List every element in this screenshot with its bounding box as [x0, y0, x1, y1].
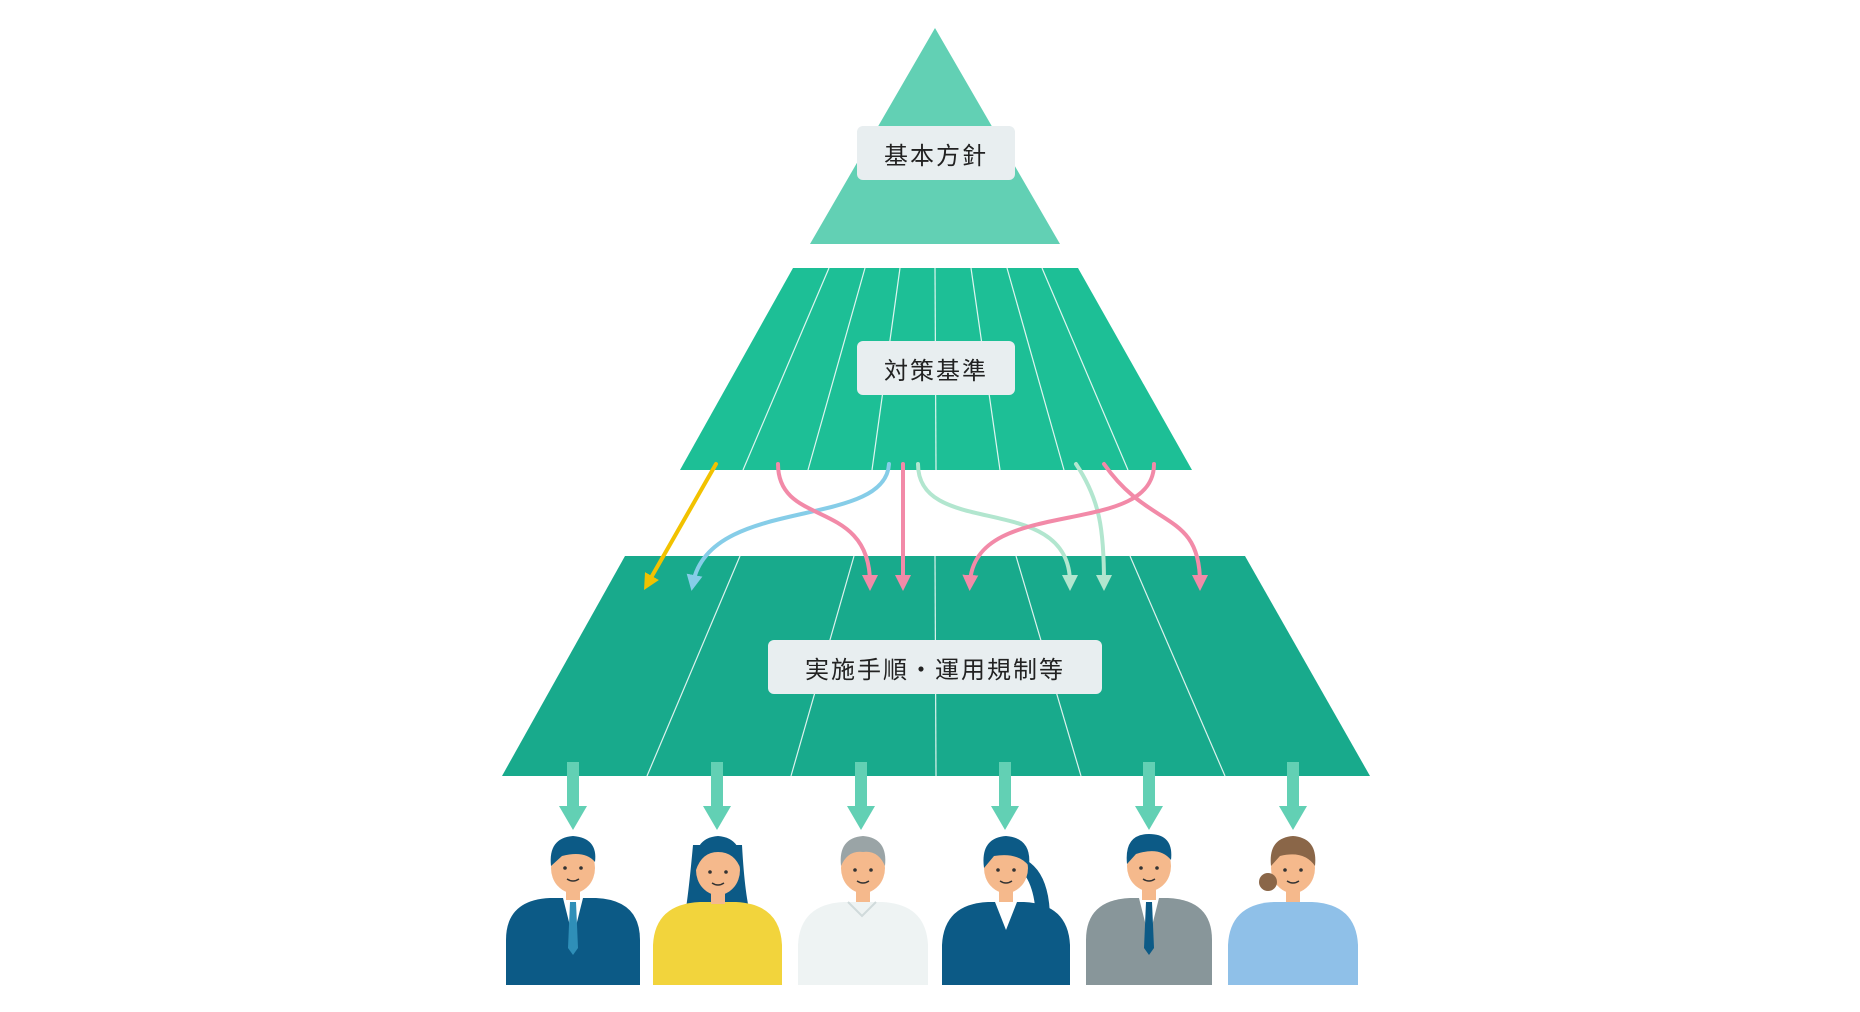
arrow-pink-3 — [962, 462, 1156, 591]
down-arrows — [559, 762, 1307, 830]
down-arrow-3 — [847, 762, 875, 830]
arrow-pink-4 — [1102, 462, 1208, 591]
down-arrow-5 — [1135, 762, 1163, 830]
arrow-yellow-1 — [644, 462, 718, 590]
senior-white-shirt-icon — [798, 836, 928, 985]
man-gray-suit-icon — [1086, 834, 1212, 985]
procedures-label: 実施手順・運用規制等 — [768, 640, 1102, 694]
down-arrow-4 — [991, 762, 1019, 830]
mapping-arrows — [644, 462, 1208, 591]
man-navy-suit-icon — [506, 836, 640, 985]
standards-label: 対策基準 — [857, 341, 1015, 395]
arrow-mint-1 — [916, 462, 1078, 591]
arrow-mint-2 — [1074, 462, 1112, 591]
woman-light-blue-sweater-icon — [1228, 836, 1358, 985]
policy-label: 基本方針 — [857, 126, 1015, 180]
woman-yellow-sweater-icon — [653, 836, 782, 985]
down-arrow-2 — [703, 762, 731, 830]
arrow-blue-1 — [686, 462, 891, 591]
down-arrow-1 — [559, 762, 587, 830]
arrow-pink-1 — [776, 462, 878, 591]
down-arrow-6 — [1279, 762, 1307, 830]
woman-navy-suit-icon — [942, 836, 1070, 985]
